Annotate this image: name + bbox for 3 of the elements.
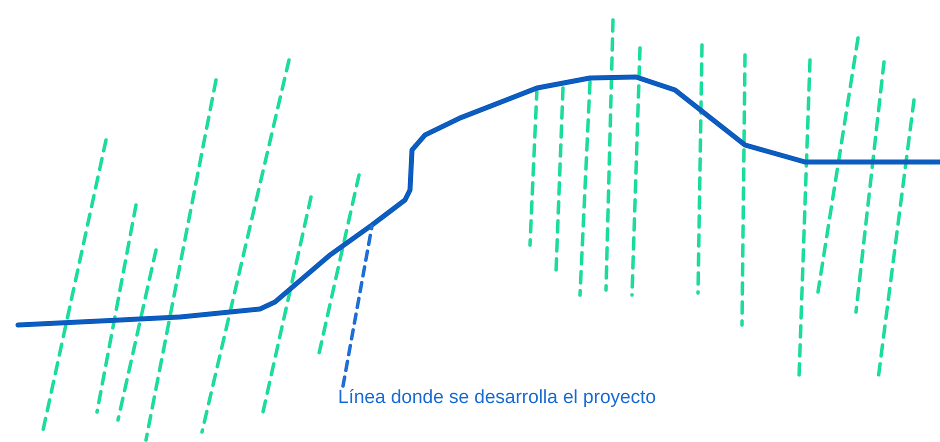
annotation-label: Línea donde se desarrolla el proyecto (338, 386, 656, 410)
leader-line (341, 224, 374, 388)
profile-line (16, 74, 940, 328)
